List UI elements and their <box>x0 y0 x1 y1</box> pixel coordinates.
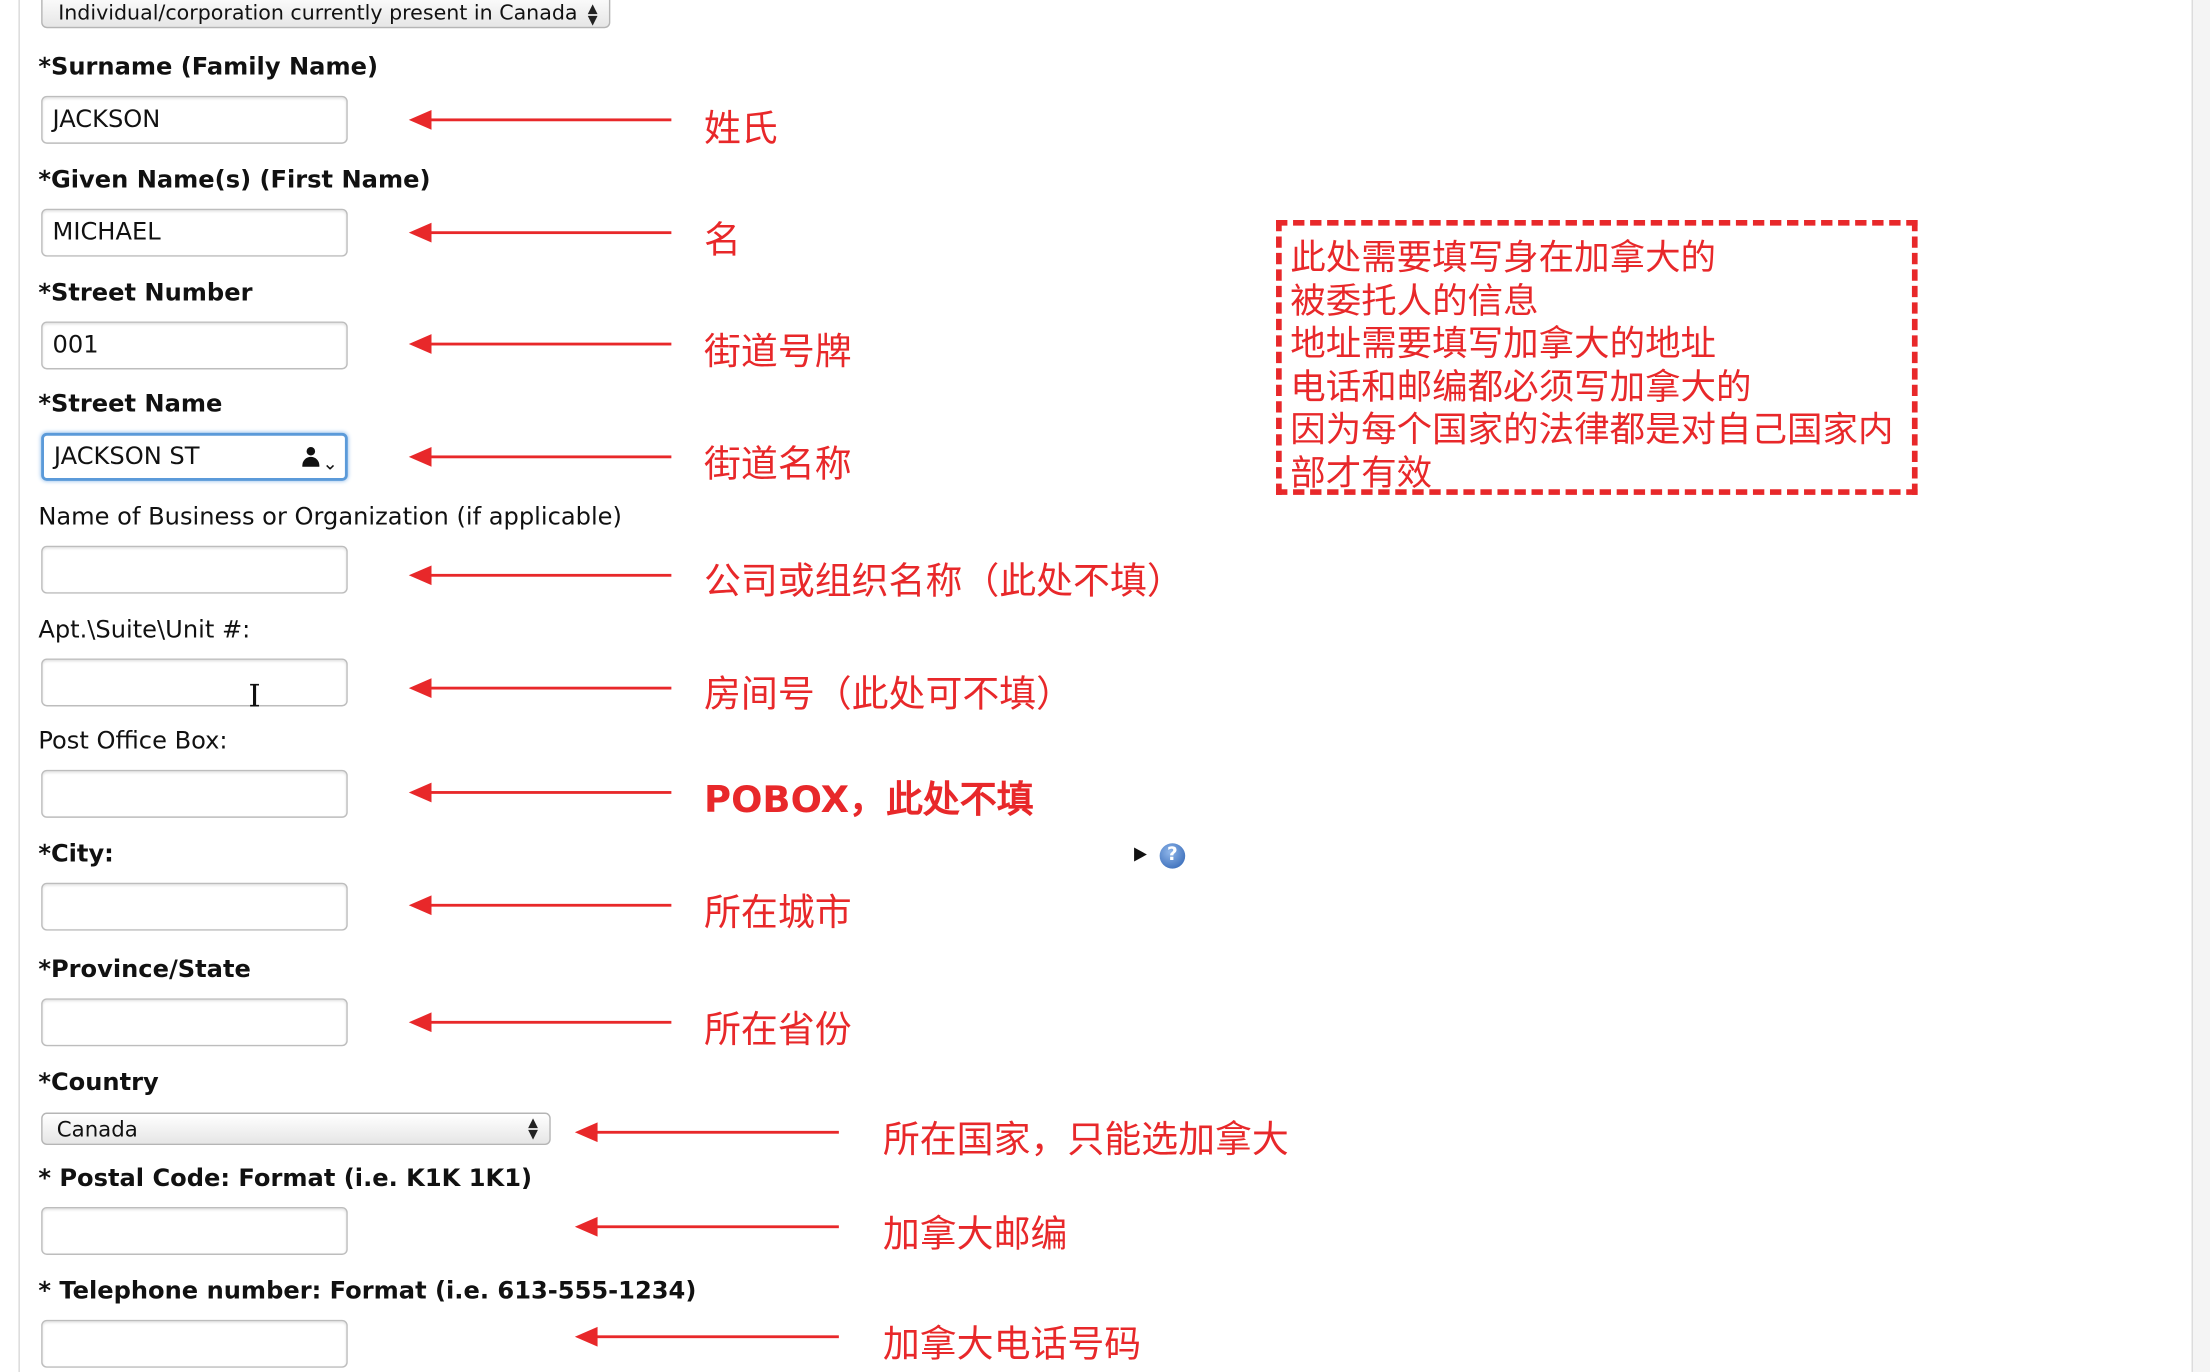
given-name-input[interactable]: MICHAEL <box>41 208 348 257</box>
left-arrow-icon <box>408 334 672 354</box>
applicant-type-select[interactable]: Individual/corporation currently present… <box>41 0 611 29</box>
callout-line: 被委托人的信息 <box>1290 279 1539 321</box>
surname-input[interactable]: JACKSON <box>41 95 348 144</box>
page-scrollbar[interactable] <box>2191 0 2210 1372</box>
left-arrow-icon <box>408 678 672 698</box>
province-input[interactable] <box>41 998 348 1047</box>
province-label: *Province/State <box>38 956 251 985</box>
left-arrow-icon <box>408 109 672 130</box>
surname-note: 姓氏 <box>704 108 778 151</box>
postal-code-note: 加拿大邮编 <box>882 1214 1068 1257</box>
country-select[interactable]: Canada ▲▼ <box>41 1112 551 1145</box>
left-arrow-icon <box>408 565 672 586</box>
callout-line: 此处需要填写身在加拿大的 <box>1290 236 1717 278</box>
surname-label: *Surname (Family Name) <box>38 53 378 82</box>
updown-arrows-icon: ▲▼ <box>587 2 598 29</box>
country-value: Canada <box>56 1116 138 1143</box>
callout-line: 地址需要填写加拿大的地址 <box>1290 322 1717 364</box>
left-arrow-icon <box>408 446 672 467</box>
page-edge-left <box>18 0 20 1372</box>
instruction-callout: 此处需要填写身在加拿大的 被委托人的信息 地址需要填写加拿大的地址 电话和邮编都… <box>1276 219 1918 495</box>
street-number-label: *Street Number <box>38 279 253 308</box>
telephone-note: 加拿大电话号码 <box>882 1324 1142 1367</box>
applicant-type-value: Individual/corporation currently present… <box>58 2 578 26</box>
postal-code-label: * Postal Code: Format (i.e. K1K 1K1) <box>38 1164 533 1193</box>
callout-line: 部才有效 <box>1290 451 1433 493</box>
left-arrow-icon <box>408 222 672 243</box>
left-arrow-icon <box>574 1216 839 1237</box>
left-arrow-icon <box>408 1012 672 1033</box>
street-name-input[interactable]: JACKSON ST ⌄ <box>41 432 348 481</box>
apt-unit-label: Apt.\Suite\Unit #: <box>38 616 251 645</box>
chevron-down-icon[interactable]: ⌄ <box>322 454 338 476</box>
business-name-input[interactable] <box>41 545 348 594</box>
city-label: *City: <box>38 840 114 869</box>
street-name-label: *Street Name <box>38 390 223 419</box>
country-note: 所在国家，只能选加拿大 <box>882 1119 1289 1162</box>
help-circle-icon[interactable]: ? <box>1159 843 1186 869</box>
telephone-label: * Telephone number: Format (i.e. 613-555… <box>38 1277 697 1306</box>
business-name-note: 公司或组织名称（此处不填） <box>704 561 1184 604</box>
postal-code-input[interactable] <box>41 1207 348 1255</box>
callout-line: 因为每个国家的法律都是对自己国家内 <box>1290 408 1894 450</box>
street-name-note: 街道名称 <box>704 444 852 487</box>
left-arrow-icon <box>408 895 672 916</box>
given-name-label: *Given Name(s) (First Name) <box>38 166 431 195</box>
apt-unit-input[interactable] <box>41 658 348 707</box>
callout-line: 电话和邮编都必须写加拿大的 <box>1290 365 1752 407</box>
triangle-right-icon[interactable] <box>1134 847 1147 862</box>
street-number-input[interactable]: 001 <box>41 321 348 370</box>
given-name-note: 名 <box>704 219 741 263</box>
street-name-value: JACKSON ST <box>53 442 200 471</box>
updown-arrows-icon: ▲▼ <box>528 1116 538 1143</box>
city-note: 所在城市 <box>704 892 852 935</box>
province-note: 所在省份 <box>704 1009 852 1052</box>
po-box-note: POBOX，此处不填 <box>704 779 1034 823</box>
po-box-label: Post Office Box: <box>38 727 228 756</box>
country-label: *Country <box>38 1068 159 1098</box>
left-arrow-icon <box>574 1122 839 1143</box>
text-cursor-icon: I <box>248 679 261 715</box>
city-input[interactable] <box>41 882 348 931</box>
po-box-input[interactable] <box>41 769 348 818</box>
street-number-note: 街道号牌 <box>704 331 852 374</box>
apt-unit-note: 房间号（此处可不填） <box>704 674 1074 717</box>
telephone-input[interactable] <box>41 1319 348 1368</box>
person-icon[interactable] <box>302 446 320 467</box>
left-arrow-icon <box>574 1326 839 1347</box>
business-name-label: Name of Business or Organization (if app… <box>38 503 622 532</box>
left-arrow-icon <box>408 782 672 803</box>
